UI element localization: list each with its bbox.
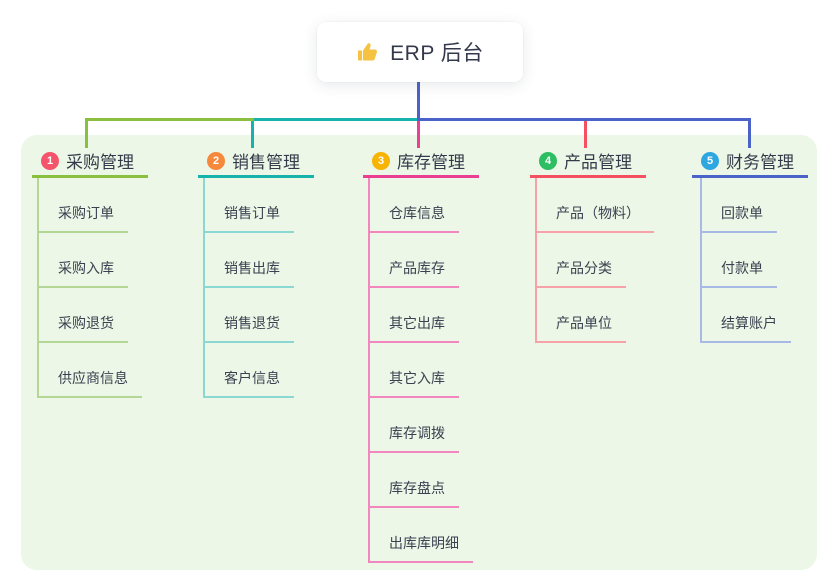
- root-node-label: ERP 后台: [390, 42, 484, 65]
- branch-badge-inventory-management: 3: [372, 151, 390, 170]
- child-node[interactable]: 仓库信息: [370, 178, 459, 233]
- children-of-finance-management: 回款单付款单结算账户: [700, 178, 791, 343]
- child-node-label: 采购入库: [58, 260, 114, 276]
- child-node-label: 产品分类: [556, 260, 612, 276]
- child-node[interactable]: 销售订单: [205, 178, 294, 233]
- child-node-label: 销售出库: [224, 260, 280, 276]
- thumbs-up-icon: [356, 40, 380, 64]
- branch-badge-product-management: 4: [539, 151, 557, 170]
- child-node[interactable]: 采购入库: [39, 233, 128, 288]
- child-node-label: 产品库存: [389, 260, 445, 276]
- child-node-label: 出库库明细: [389, 535, 459, 551]
- children-of-sales-management: 销售订单销售出库销售退货客户信息: [203, 178, 294, 398]
- child-node-label: 仓库信息: [389, 205, 445, 221]
- children-of-product-management: 产品（物料） 产品分类产品单位: [535, 178, 654, 343]
- child-node[interactable]: 其它出库: [370, 288, 459, 343]
- child-node[interactable]: 付款单: [702, 233, 777, 288]
- branch-bus-segment-2: [254, 118, 417, 121]
- branch-node-finance-management[interactable]: 5 财务管理: [692, 146, 808, 178]
- branch-badge-sales-management: 2: [207, 151, 225, 170]
- branch-node-sales-management[interactable]: 2 销售管理: [198, 146, 314, 178]
- branch-drop-line-finance-management: [748, 121, 751, 148]
- child-node-label: 供应商信息: [58, 370, 128, 386]
- branch-title-product-management: 产品管理: [564, 153, 632, 172]
- child-node-label: 回款单: [721, 205, 763, 221]
- branch-bus-segment-1: [85, 118, 254, 121]
- child-node[interactable]: 客户信息: [205, 343, 294, 398]
- child-node[interactable]: 产品分类: [537, 233, 626, 288]
- child-node-label: 销售退货: [224, 315, 280, 331]
- child-node[interactable]: 库存调拨: [370, 398, 459, 453]
- child-node-label: 销售订单: [224, 205, 280, 221]
- branch-bus-segment-3: [417, 118, 751, 121]
- branch-drop-line-sales-management: [251, 121, 254, 148]
- child-node-label: 付款单: [721, 260, 763, 276]
- child-node[interactable]: 产品单位: [537, 288, 626, 343]
- child-node[interactable]: 采购退货: [39, 288, 128, 343]
- child-node[interactable]: 产品（物料）: [537, 178, 654, 233]
- branches-panel: [21, 135, 817, 570]
- branch-title-inventory-management: 库存管理: [397, 153, 465, 172]
- branch-title-finance-management: 财务管理: [726, 153, 794, 172]
- root-connector-line: [417, 82, 420, 121]
- branch-node-inventory-management[interactable]: 3 库存管理: [363, 146, 479, 178]
- child-node[interactable]: 供应商信息: [39, 343, 142, 398]
- child-node-label: 产品（物料）: [556, 205, 640, 221]
- child-node-label: 其它出库: [389, 315, 445, 331]
- child-node[interactable]: 销售出库: [205, 233, 294, 288]
- child-node-label: 库存调拨: [389, 425, 445, 441]
- child-node[interactable]: 销售退货: [205, 288, 294, 343]
- child-node[interactable]: 库存盘点: [370, 453, 459, 508]
- root-node[interactable]: ERP 后台: [317, 22, 523, 82]
- child-node[interactable]: 产品库存: [370, 233, 459, 288]
- child-node[interactable]: 采购订单: [39, 178, 128, 233]
- child-node-label: 产品单位: [556, 315, 612, 331]
- branch-drop-line-purchase-management: [85, 121, 88, 148]
- child-node[interactable]: 结算账户: [702, 288, 791, 343]
- branch-node-product-management[interactable]: 4 产品管理: [530, 146, 646, 178]
- branch-title-sales-management: 销售管理: [232, 153, 300, 172]
- child-node[interactable]: 其它入库: [370, 343, 459, 398]
- branch-title-purchase-management: 采购管理: [66, 153, 134, 172]
- child-node-label: 客户信息: [224, 370, 280, 386]
- branch-drop-line-product-management: [584, 121, 587, 148]
- child-node-label: 采购订单: [58, 205, 114, 221]
- branch-badge-purchase-management: 1: [41, 151, 59, 170]
- branch-drop-line-inventory-management: [417, 121, 420, 148]
- child-node-label: 其它入库: [389, 370, 445, 386]
- child-node-label: 结算账户: [721, 315, 777, 331]
- child-node-label: 库存盘点: [389, 480, 445, 496]
- children-of-purchase-management: 采购订单采购入库采购退货供应商信息: [37, 178, 142, 398]
- children-of-inventory-management: 仓库信息产品库存其它出库其它入库库存调拨库存盘点出库库明细: [368, 178, 473, 563]
- child-node-label: 采购退货: [58, 315, 114, 331]
- child-node[interactable]: 回款单: [702, 178, 777, 233]
- branch-node-purchase-management[interactable]: 1 采购管理: [32, 146, 148, 178]
- branch-badge-finance-management: 5: [701, 151, 719, 170]
- child-node[interactable]: 出库库明细: [370, 508, 473, 563]
